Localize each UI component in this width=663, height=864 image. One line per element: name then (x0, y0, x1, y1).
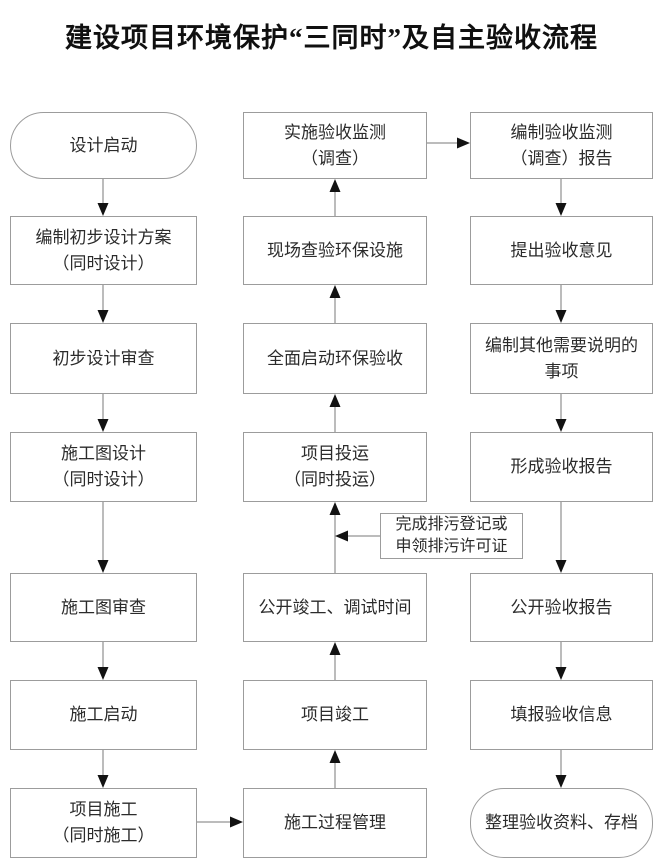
arrow-down-preliminary-review-to-drawing-design (97, 394, 109, 432)
node-preliminary-design-review: 初步设计审查 (10, 323, 197, 394)
arrow-up-launch-acceptance-to-site-inspection (329, 285, 341, 323)
node-pollution-permit-note: 完成排污登记或 申领排污许可证 (380, 513, 523, 559)
node-form-acceptance-report: 形成验收报告 (470, 432, 653, 502)
node-project-completion: 项目竣工 (243, 680, 427, 750)
node-archive-acceptance-materials: 整理验收资料、存档 (470, 788, 653, 858)
arrow-up-publicize-time-to-operation (329, 502, 341, 573)
arrow-down-construction-start-to-project-construction (97, 750, 109, 788)
node-fill-acceptance-info: 填报验收信息 (470, 680, 653, 750)
node-construction-process-management: 施工过程管理 (243, 788, 427, 858)
arrow-down-fill-info-to-archive (555, 750, 567, 788)
arrow-down-publicize-report-to-fill-info (555, 642, 567, 680)
arrow-down-report-compilation-to-opinions (555, 179, 567, 216)
node-launch-acceptance: 全面启动环保验收 (243, 323, 427, 394)
node-site-inspection: 现场查验环保设施 (243, 216, 427, 285)
arrow-up-completion-to-publicize-time (329, 642, 341, 680)
arrow-down-plan-to-preliminary-review (97, 285, 109, 323)
node-other-matters: 编制其他需要说明的 事项 (470, 323, 653, 394)
arrow-left-pollution-permit-join (335, 530, 380, 542)
node-acceptance-report-compilation: 编制验收监测 （调查）报告 (470, 112, 653, 179)
arrow-down-form-report-to-publicize-report (555, 502, 567, 573)
arrow-up-process-management-to-completion (329, 750, 341, 788)
arrow-down-opinions-to-other-matters (555, 285, 567, 323)
arrow-up-operation-to-launch-acceptance (329, 394, 341, 432)
node-acceptance-opinions: 提出验收意见 (470, 216, 653, 285)
node-acceptance-monitoring: 实施验收监测 （调查） (243, 112, 427, 179)
arrow-down-design-start-to-plan (97, 179, 109, 216)
node-project-construction: 项目施工 （同时施工） (10, 788, 197, 858)
node-construction-drawing-review: 施工图审查 (10, 573, 197, 642)
node-publicize-acceptance-report: 公开验收报告 (470, 573, 653, 642)
arrow-down-other-matters-to-form-report (555, 394, 567, 432)
arrow-down-drawing-design-to-drawing-review (97, 502, 109, 573)
arrow-up-site-inspection-to-monitoring (329, 179, 341, 216)
node-project-operation: 项目投运 （同时投运） (243, 432, 427, 502)
node-preliminary-design-plan: 编制初步设计方案 （同时设计） (10, 216, 197, 285)
arrow-right-project-construction-to-process-management (197, 816, 243, 828)
page-title: 建设项目环境保护“三同时”及自主验收流程 (65, 23, 598, 53)
arrow-down-drawing-review-to-construction-start (97, 642, 109, 680)
node-design-start: 设计启动 (10, 112, 197, 179)
node-construction-start: 施工启动 (10, 680, 197, 750)
arrow-right-monitoring-to-report-compilation (427, 137, 470, 149)
node-publicize-completion-time: 公开竣工、调试时间 (243, 573, 427, 642)
node-construction-drawing-design: 施工图设计 （同时设计） (10, 432, 197, 502)
